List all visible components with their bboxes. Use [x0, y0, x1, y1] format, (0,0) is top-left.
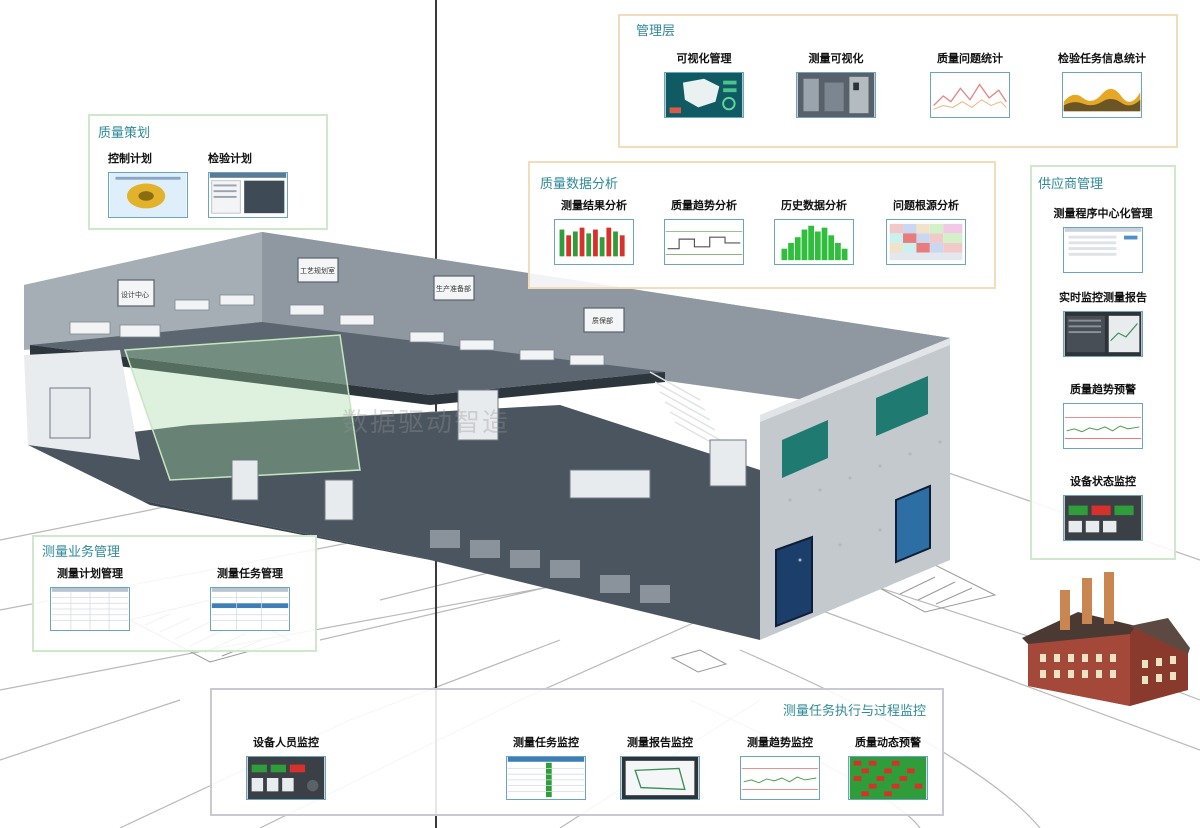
- module-measurement-task-monitoring[interactable]: 测量任务监控: [498, 734, 594, 800]
- cad-part-thumbnail: [108, 172, 188, 218]
- module-measurement-visualization[interactable]: 测量可视化: [786, 50, 886, 118]
- status-dashboard-thumbnail: [246, 756, 326, 800]
- module-measurement-plan-management[interactable]: 测量计划管理: [40, 565, 140, 631]
- module-equipment-status-monitoring[interactable]: 设备状态监控: [1040, 473, 1166, 541]
- table-grid-thumbnail: [50, 587, 130, 631]
- status-dashboard-thumbnail: [1063, 495, 1143, 541]
- bar-chart-thumbnail: [554, 219, 634, 265]
- module-measurement-result-analysis[interactable]: 测量结果分析: [544, 197, 644, 265]
- china-map-dashboard-thumbnail: [664, 72, 744, 118]
- green-histogram-thumbnail: [774, 219, 854, 265]
- module-quality-trend-warning[interactable]: 质量趋势预警: [1040, 381, 1166, 449]
- area-chart-thumbnail: [1062, 72, 1142, 118]
- dark-report-thumbnail: [1063, 311, 1143, 357]
- module-historical-data-analysis[interactable]: 历史数据分析: [764, 197, 864, 265]
- factory-photo-thumbnail: [796, 72, 876, 118]
- module-inspection-plan[interactable]: 检验计划: [198, 150, 298, 218]
- panel-title: 测量任务执行与过程监控: [782, 704, 926, 719]
- module-quality-issue-stats[interactable]: 质量问题统计: [920, 50, 1020, 118]
- module-quality-trend-analysis[interactable]: 质量趋势分析: [654, 197, 754, 265]
- panel-supplier-management: 供应商管理 测量程序中心化管理 实时监控测量报告 质量趋势预警 设备状态监控: [1030, 165, 1176, 560]
- table-grid-thumbnail: [210, 587, 290, 631]
- panel-measurement-business: 测量业务管理 测量计划管理 测量任务管理: [32, 535, 317, 652]
- panel-title: 质量数据分析: [540, 177, 619, 192]
- panel-management: 管理层 可视化管理 测量可视化 质量问题统计 检验任务信息统计: [618, 14, 1178, 148]
- panel-quality-data-analysis: 质量数据分析 测量结果分析 质量趋势分析 历史数据分析 问题根源分析: [528, 161, 996, 289]
- supplier-factory-icon: [1022, 572, 1190, 706]
- module-root-cause-analysis[interactable]: 问题根源分析: [876, 197, 976, 265]
- panel-title: 供应商管理: [1038, 177, 1104, 192]
- software-window-thumbnail: [208, 172, 288, 218]
- module-measurement-trend-monitoring[interactable]: 测量趋势监控: [732, 734, 828, 800]
- module-visual-management[interactable]: 可视化管理: [654, 50, 754, 118]
- table-grid-thumbnail: [506, 756, 586, 800]
- panel-quality-planning: 质量策划 控制计划 检验计划: [88, 114, 328, 230]
- outline-report-thumbnail: [620, 756, 700, 800]
- module-program-central-management[interactable]: 测量程序中心化管理: [1040, 205, 1166, 273]
- panel-title: 测量业务管理: [42, 545, 121, 560]
- red-green-grid-thumbnail: [848, 756, 928, 800]
- step-trend-thumbnail: [664, 219, 744, 265]
- module-equipment-personnel-monitoring[interactable]: 设备人员监控: [238, 734, 334, 800]
- trend-chart-thumbnail: [1063, 403, 1143, 449]
- trend-chart-thumbnail: [740, 756, 820, 800]
- module-measurement-report-monitoring[interactable]: 测量报告监控: [612, 734, 708, 800]
- module-measurement-task-management[interactable]: 测量任务管理: [200, 565, 300, 631]
- module-realtime-report-monitoring[interactable]: 实时监控测量报告: [1040, 289, 1166, 357]
- line-trend-thumbnail: [930, 72, 1010, 118]
- panel-task-execution-monitoring: 测量任务执行与过程监控 设备人员监控 测量任务监控 测量报告监控 测量趋势监控 …: [210, 688, 944, 816]
- panel-title: 质量策划: [98, 126, 151, 141]
- list-window-thumbnail: [1063, 227, 1143, 273]
- module-control-plan[interactable]: 控制计划: [98, 150, 198, 218]
- panel-title: 管理层: [636, 24, 676, 39]
- watermark: 数据驱动智造: [342, 408, 511, 438]
- heatmap-grid-thumbnail: [886, 219, 966, 265]
- module-inspection-task-stats[interactable]: 检验任务信息统计: [1044, 50, 1160, 118]
- module-quality-dynamic-warning[interactable]: 质量动态预警: [840, 734, 936, 800]
